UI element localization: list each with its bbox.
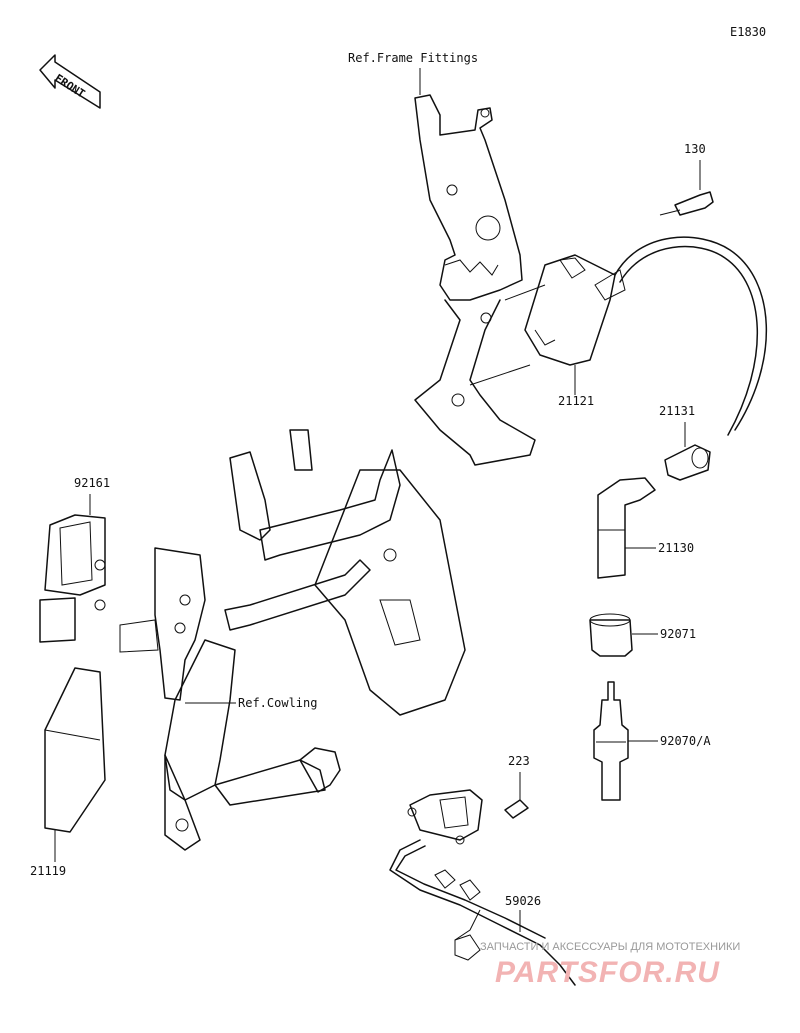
part-number-130: 130	[684, 142, 706, 156]
part-number-223: 223	[508, 754, 530, 768]
ref-cowling-label: Ref.Cowling	[238, 696, 317, 710]
part-number-21119: 21119	[30, 864, 66, 878]
front-arrow-icon: FRONT	[39, 54, 101, 109]
plug-cap-seal	[664, 444, 711, 481]
watermark-tagline: ЗАПЧАСТИ И АКСЕССУАРЫ ДЛЯ МОТОТЕХНИКИ	[480, 941, 740, 953]
part-number-21121: 21121	[558, 394, 594, 408]
part-labels: 130 21121 21131 21130 92071 92070/A 9216…	[30, 142, 711, 932]
diagram-code: E1830	[730, 25, 766, 39]
middle-bracket	[119, 547, 206, 701]
upper-bracket	[414, 94, 536, 466]
spark-plug	[593, 681, 629, 801]
watermark-brand: PARTSFOR.RU	[495, 956, 720, 989]
ht-lead-cable	[614, 236, 768, 431]
ref-frame-fittings-label: Ref.Frame Fittings	[348, 51, 478, 65]
ecu-21119	[44, 667, 106, 833]
part-number-92161: 92161	[74, 476, 110, 490]
frame	[164, 429, 466, 851]
ignition-coil	[524, 254, 626, 366]
part-number-92071: 92071	[660, 627, 696, 641]
part-number-21130: 21130	[658, 541, 694, 555]
sensor-assembly	[389, 789, 576, 986]
part-number-59026: 59026	[505, 894, 541, 908]
spark-plug-cap	[597, 477, 656, 579]
bolt-130	[659, 191, 714, 216]
part-number-21131: 21131	[659, 404, 695, 418]
watermark-logo: ЗАПЧАСТИ И АКСЕССУАРЫ ДЛЯ МОТОТЕХНИКИ PA…	[480, 941, 740, 989]
front-label: FRONT	[52, 72, 87, 101]
ecu-holder-92161	[39, 514, 106, 643]
cap-92071	[589, 613, 633, 657]
part-number-92070a: 92070/A	[660, 734, 711, 748]
